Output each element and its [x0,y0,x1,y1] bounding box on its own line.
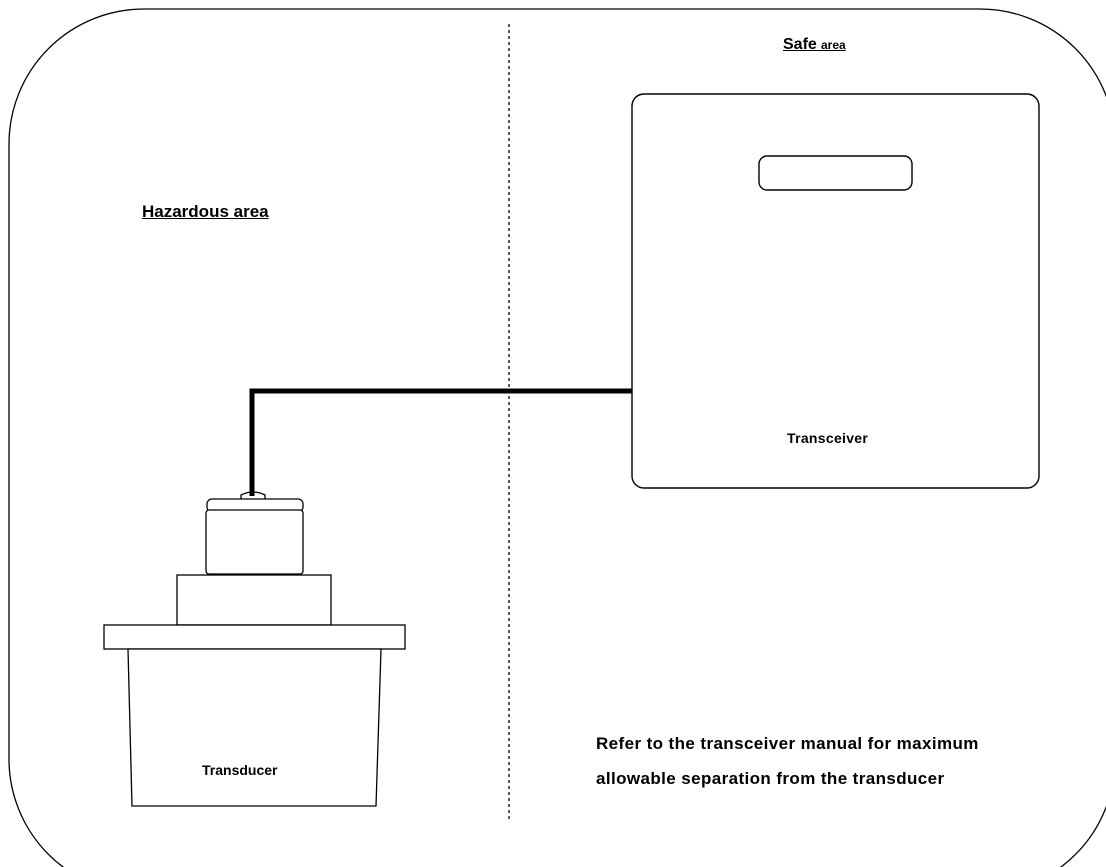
safe-area-label-word: Safe [783,36,817,53]
safe-area-label-rest: area [820,38,846,52]
transducer-label: Transducer [202,762,278,778]
transducer [103,491,406,807]
transducer-head [205,509,304,575]
separation-note-line-1: Refer to the transceiver manual for maxi… [596,734,979,753]
connection-cable [249,388,632,496]
outer-boundary [8,8,1106,867]
transceiver-label: Transceiver [787,430,869,446]
safe-area-label: Safe area [783,36,846,54]
hazardous-area-label: Hazardous area [142,202,269,221]
separation-note-line-2: allowable separation from the transducer [596,769,945,788]
transducer-neck [176,574,332,626]
transceiver-display [758,155,913,191]
transceiver-box [631,93,1040,489]
transducer-flange [103,624,406,650]
separation-note: Refer to the transceiver manual for maxi… [596,726,979,796]
transducer-cable-gland [240,491,266,500]
transducer-body [127,648,382,807]
